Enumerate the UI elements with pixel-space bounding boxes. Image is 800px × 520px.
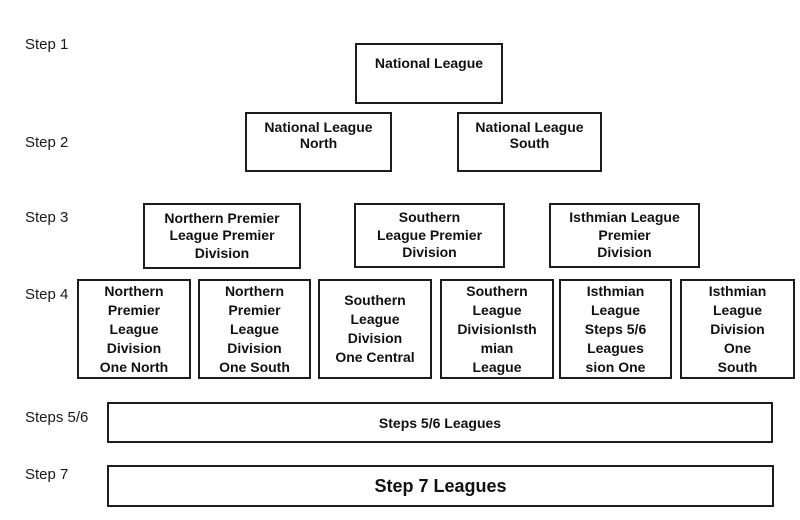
step-3-label: Step 3 — [25, 209, 69, 226]
step-7-leagues-box: Step 7 Leagues — [107, 465, 774, 507]
southern-league-division-one-central-text: Southern League Division One Central — [335, 292, 415, 365]
isthmian-league-steps-5-6-leagues-sion-one-text: Isthmian League Steps 5/6 Leagues sion O… — [584, 282, 647, 375]
isthmian-league-division-one-south-box: Isthmian League Division One South — [680, 279, 795, 379]
isthmian-league-premier-division-text: Isthmian League Premier Division — [569, 209, 680, 261]
isthmian-league-premier-division-box: Isthmian League Premier Division — [549, 203, 700, 268]
southern-league-premier-division-text: Southern League Premier Division — [376, 209, 483, 261]
southern-league-division-one-central-box: Southern League Division One Central — [318, 279, 432, 379]
national-league-north-text: National League North — [264, 119, 373, 151]
step-2-label: Step 2 — [25, 134, 69, 151]
southern-league-division-isthmian-league-box: Southern League DivisionIsth mian League — [440, 279, 554, 379]
steps-5-6-leagues-box: Steps 5/6 Leagues — [107, 402, 773, 443]
steps-5-6-label: Steps 5/6 — [25, 409, 89, 426]
northern-premier-league-division-one-south-text: Northern Premier League Division One Sou… — [219, 282, 290, 375]
isthmian-league-division-one-south-text: Isthmian League Division One South — [708, 282, 767, 375]
southern-league-division-isthmian-league-text: Southern League DivisionIsth mian League — [457, 282, 537, 375]
national-league-south-box: National League South — [457, 112, 602, 172]
northern-premier-league-premier-division-box: Northern Premier League Premier Division — [143, 203, 301, 269]
northern-premier-league-division-one-north-box: Northern Premier League Division One Nor… — [77, 279, 191, 379]
step-4-label: Step 4 — [25, 286, 69, 303]
southern-league-premier-division-box: Southern League Premier Division — [354, 203, 505, 268]
national-league-north-box: National League North — [245, 112, 392, 172]
step-1-label: Step 1 — [25, 36, 69, 53]
northern-premier-league-premier-division-text: Northern Premier League Premier Division — [164, 209, 280, 261]
step-7-leagues-text: Step 7 Leagues — [374, 476, 507, 496]
steps-5-6-leagues-text: Steps 5/6 Leagues — [378, 414, 502, 431]
national-league-south-text: National League South — [475, 119, 584, 151]
step-7-label: Step 7 — [25, 466, 69, 483]
northern-premier-league-division-one-south-box: Northern Premier League Division One Sou… — [198, 279, 311, 379]
national-league-box: National League — [355, 43, 503, 104]
national-league-text: National League — [374, 55, 484, 71]
northern-premier-league-division-one-north-text: Northern Premier League Division One Nor… — [99, 282, 169, 375]
isthmian-league-steps-5-6-leagues-sion-one-box: Isthmian League Steps 5/6 Leagues sion O… — [559, 279, 672, 379]
